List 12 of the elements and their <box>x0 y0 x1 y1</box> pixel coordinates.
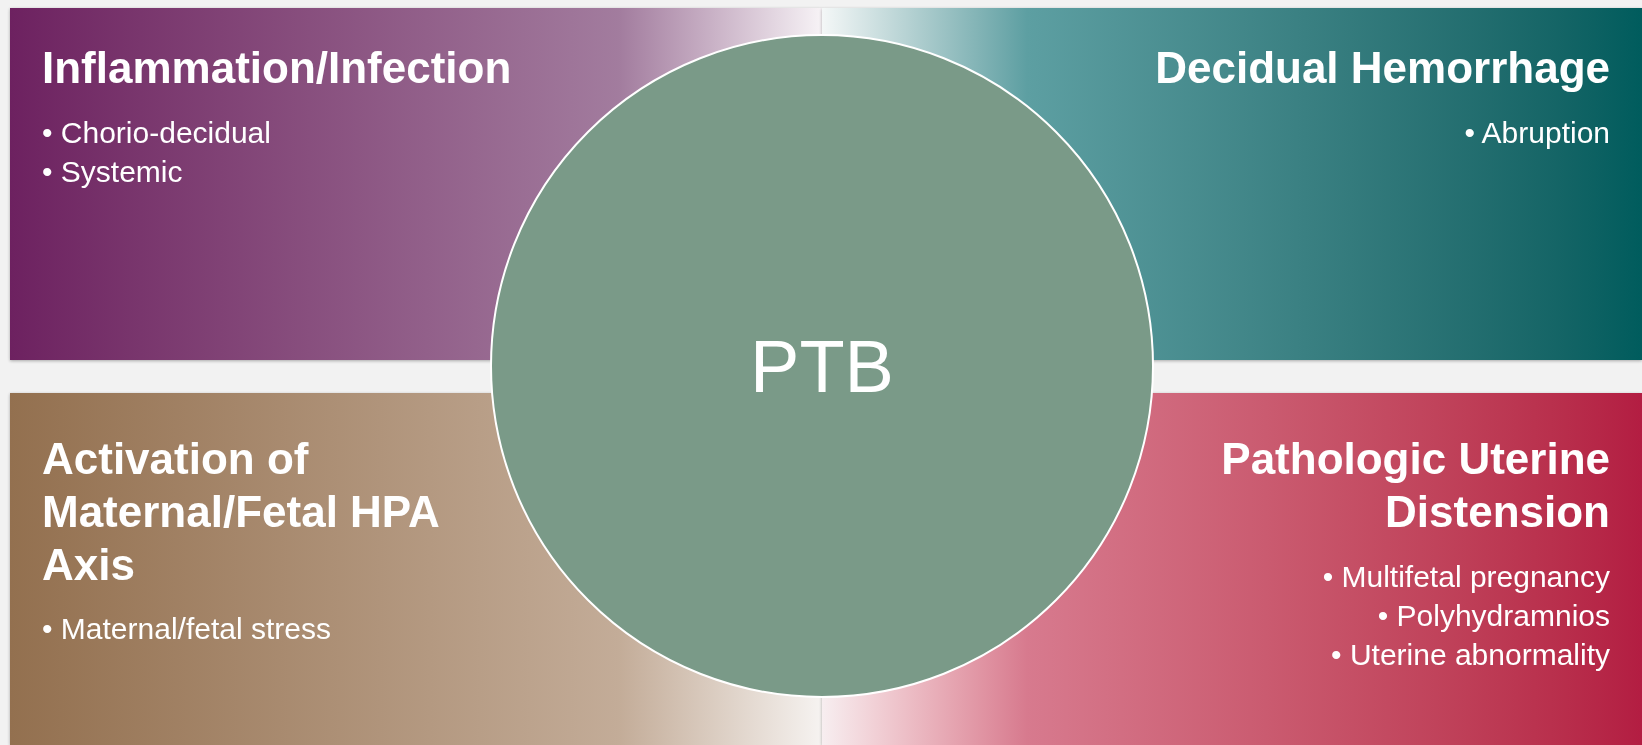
panel-heading: Decidual Hemorrhage <box>1155 42 1610 94</box>
bullet-item: • Polyhydramnios <box>1376 597 1610 634</box>
bullet-item: • Systemic <box>42 153 184 190</box>
panel-heading: Inflammation/Infection <box>42 42 512 94</box>
bullet-item: • Uterine abnormality <box>1330 636 1610 673</box>
bullet-item: • Maternal/fetal stress <box>42 611 331 648</box>
bullet-item: • Multifetal pregnancy <box>1322 558 1610 595</box>
panel-heading: Activation of Maternal/Fetal HPA Axis <box>42 433 440 591</box>
panel-heading: Pathologic Uterine Distension <box>1220 433 1610 538</box>
circle-label: PTB <box>750 323 894 410</box>
bullet-item: • Chorio-decidual <box>42 114 271 151</box>
bullet-item: • Abruption <box>1464 114 1610 151</box>
